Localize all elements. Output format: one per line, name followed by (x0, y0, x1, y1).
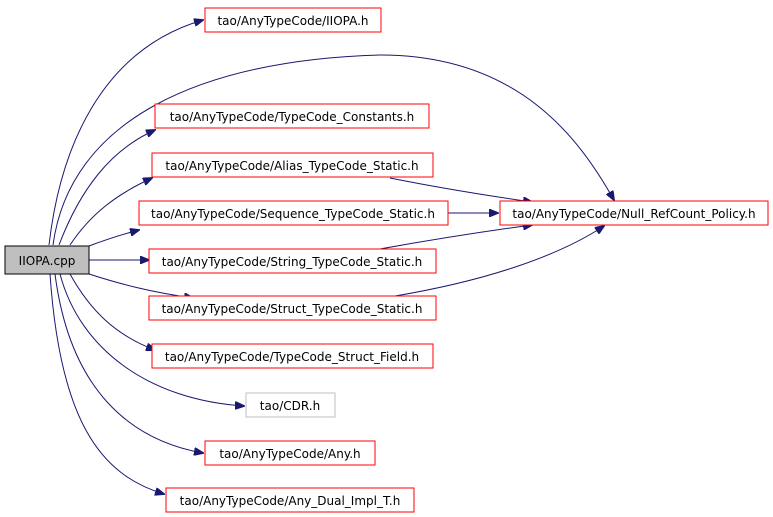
edge-string-to-null-refcount (379, 225, 532, 250)
node-label: tao/AnyTypeCode/Any.h (219, 447, 360, 461)
node-label: tao/AnyTypeCode/Any_Dual_Impl_T.h (180, 494, 401, 508)
include-node-typecode-struct-field[interactable]: tao/AnyTypeCode/TypeCode_Struct_Field.h (151, 343, 434, 369)
edge-root-to-cdr (59, 273, 244, 406)
edge-root-to-alias (69, 178, 152, 246)
node-box (245, 392, 336, 418)
node-box (499, 200, 769, 226)
include-node-any-dual-impl-t[interactable]: tao/AnyTypeCode/Any_Dual_Impl_T.h (165, 487, 415, 513)
edges (48, 20, 614, 494)
node-box (151, 152, 434, 178)
edge-root-to-tc-constants (58, 130, 155, 246)
node-box (154, 103, 430, 129)
include-node-typecode-constants[interactable]: tao/AnyTypeCode/TypeCode_Constants.h (154, 103, 430, 129)
edge-struct-to-null-refcount (394, 226, 604, 297)
include-node-alias-typecode-static[interactable]: tao/AnyTypeCode/Alias_TypeCode_Static.h (151, 152, 434, 178)
node-box (138, 200, 449, 226)
include-node-sequence-typecode-static[interactable]: tao/AnyTypeCode/Sequence_TypeCode_Static… (138, 200, 449, 226)
node-label: tao/AnyTypeCode/TypeCode_Struct_Field.h (165, 350, 419, 364)
root-node-box (4, 245, 90, 275)
root-node-label: IIOPA.cpp (19, 254, 76, 268)
include-node-cdr[interactable]: tao/CDR.h (245, 392, 336, 418)
nodes: IIOPA.cpp tao/AnyTypeCode/IIOPA.h tao/An… (4, 7, 769, 513)
include-node-iiopa-h[interactable]: tao/AnyTypeCode/IIOPA.h (204, 7, 382, 33)
node-label: tao/AnyTypeCode/Alias_TypeCode_Static.h (165, 159, 418, 173)
node-label: tao/AnyTypeCode/IIOPA.h (217, 14, 368, 28)
node-box (151, 343, 434, 369)
include-node-struct-typecode-static[interactable]: tao/AnyTypeCode/Struct_TypeCode_Static.h (148, 295, 437, 321)
edge-root-to-iiopa-h (48, 20, 203, 246)
edge-root-to-any (54, 273, 203, 453)
include-node-any[interactable]: tao/AnyTypeCode/Any.h (204, 440, 376, 466)
edge-root-to-struct (88, 273, 193, 298)
node-label: tao/CDR.h (260, 399, 320, 413)
node-label: tao/AnyTypeCode/Struct_TypeCode_Static.h (162, 302, 423, 316)
node-label: tao/AnyTypeCode/Sequence_TypeCode_Static… (151, 207, 435, 221)
include-node-string-typecode-static[interactable]: tao/AnyTypeCode/String_TypeCode_Static.h (148, 248, 437, 274)
edge-root-to-struct-field (69, 273, 155, 350)
node-box (204, 440, 376, 466)
node-label: tao/AnyTypeCode/TypeCode_Constants.h (170, 110, 415, 124)
node-box (148, 295, 437, 321)
node-box (148, 248, 437, 274)
root-node[interactable]: IIOPA.cpp (4, 245, 90, 275)
edge-root-to-any-dual (49, 273, 164, 494)
edge-alias-to-null-refcount (389, 177, 532, 202)
node-box (204, 7, 382, 33)
node-label: tao/AnyTypeCode/Null_RefCount_Policy.h (512, 207, 755, 221)
edge-root-to-sequence (88, 230, 139, 247)
include-node-null-refcount-policy[interactable]: tao/AnyTypeCode/Null_RefCount_Policy.h (499, 200, 769, 226)
edge-root-to-null-refcount-top (52, 54, 614, 246)
node-box (165, 487, 415, 513)
node-label: tao/AnyTypeCode/String_TypeCode_Static.h (162, 255, 423, 269)
